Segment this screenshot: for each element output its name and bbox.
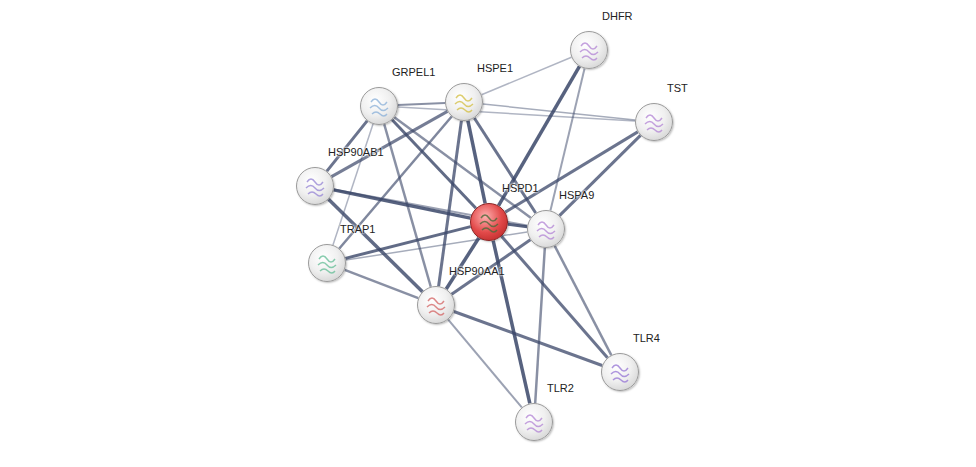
interaction-edge [454, 312, 602, 366]
structure-icon [471, 204, 507, 240]
protein-label: GRPEL1 [391, 66, 436, 78]
interaction-edge [505, 132, 638, 212]
protein-node: TRAP1 [308, 244, 346, 282]
interaction-edge [398, 107, 635, 121]
protein-label: HSPE1 [476, 62, 514, 74]
interaction-edge [329, 199, 423, 291]
protein-label: HSPD1 [501, 182, 540, 194]
interaction-edge [483, 104, 635, 120]
interaction-edge [398, 103, 445, 105]
structure-icon [418, 287, 454, 323]
structure-icon [516, 404, 552, 440]
structure-icon [446, 84, 482, 120]
structure-icon [361, 88, 397, 124]
protein-node: HSPE1 [445, 83, 483, 121]
protein-node: DHFR [570, 31, 608, 69]
interaction-edge [501, 236, 607, 357]
interaction-edge [439, 121, 462, 286]
structure-icon [602, 354, 638, 390]
structure-icon [636, 104, 672, 140]
interaction-edge [394, 117, 530, 217]
interaction-edge [345, 270, 419, 298]
protein-node: TLR4 [601, 353, 639, 391]
protein-label: TLR4 [632, 332, 661, 344]
interaction-edge [448, 320, 522, 408]
protein-node: TST [635, 103, 673, 141]
protein-node: GRPEL1 [360, 87, 398, 125]
protein-label: TLR2 [546, 382, 575, 394]
structure-icon [297, 168, 333, 204]
structure-icon [309, 245, 345, 281]
protein-node: HSP90AB1 [296, 167, 334, 205]
interaction-edge [555, 246, 612, 355]
protein-label: HSP90AA1 [448, 265, 506, 277]
protein-label: DHFR [601, 10, 634, 22]
protein-label: TST [666, 82, 689, 94]
protein-node: HSPA9 [527, 210, 565, 248]
protein-node: HSPD1 [470, 203, 508, 241]
structure-icon [571, 32, 607, 68]
protein-label: HSPA9 [558, 189, 595, 201]
protein-node: TLR2 [515, 403, 553, 441]
interaction-edge [559, 135, 640, 215]
protein-node: HSP90AA1 [417, 286, 455, 324]
protein-label: HSP90AB1 [327, 146, 385, 158]
structure-icon [528, 211, 564, 247]
interaction-edge [535, 248, 545, 403]
interaction-edge [446, 238, 479, 289]
protein-label: TRAP1 [339, 223, 376, 235]
